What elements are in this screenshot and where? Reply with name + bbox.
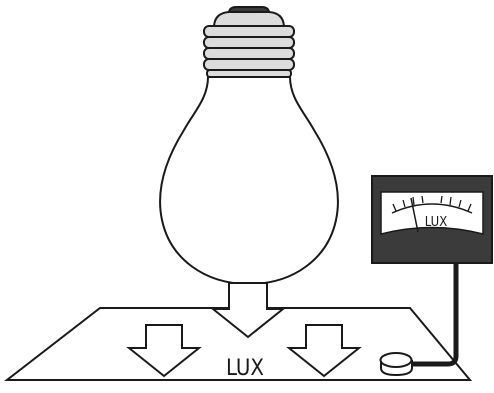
surface-lux-label: LUX bbox=[226, 356, 264, 381]
meter-dial-face bbox=[380, 191, 484, 235]
light-arrow-left bbox=[126, 324, 202, 378]
light-arrow-right bbox=[286, 324, 362, 378]
meter-needle bbox=[410, 197, 419, 233]
meter-cable bbox=[409, 259, 459, 367]
meter-ticks bbox=[392, 195, 472, 212]
bulb-screw-base bbox=[203, 25, 295, 78]
bulb-glass bbox=[159, 76, 339, 286]
bulb-contact-tip bbox=[227, 6, 271, 13]
bulb-cap-top bbox=[212, 11, 286, 27]
light-sensor-icon bbox=[379, 352, 413, 377]
illuminated-surface bbox=[4, 307, 473, 381]
light-meter: LUX bbox=[371, 175, 493, 377]
meter-scale-arc bbox=[391, 203, 473, 214]
light-bulb-icon bbox=[159, 6, 339, 286]
meter-lux-label: LUX bbox=[425, 215, 447, 230]
light-arrow-center bbox=[210, 282, 286, 339]
